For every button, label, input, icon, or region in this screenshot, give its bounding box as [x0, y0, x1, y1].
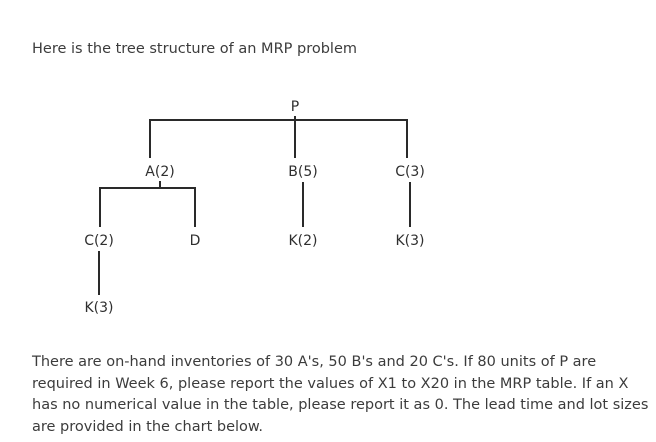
problem-statement-line-4: are provided in the chart below. [32, 418, 264, 435]
mrp-tree-diagram: P A(2) B(5) C(3) C(2) D K(2) K(3) K(3) [84, 99, 425, 316]
problem-statement-line-1: There are on-hand inventories of 30 A's,… [32, 354, 597, 370]
tree-node-k3-right: K(3) [395, 233, 425, 249]
intro-text: Here is the tree structure of an MRP pro… [32, 41, 357, 57]
tree-node-a2: A(2) [145, 164, 175, 180]
tree-node-c2: C(2) [84, 233, 114, 249]
problem-statement: There are on-hand inventories of 30 A's,… [32, 352, 649, 438]
tree-node-p: P [290, 99, 300, 115]
problem-statement-line-2: required in Week 6, please report the va… [32, 375, 629, 392]
tree-connector-lines [98, 116, 411, 295]
tree-node-k2: K(2) [288, 233, 318, 249]
tree-node-d: D [189, 233, 201, 249]
tree-node-b5: B(5) [288, 164, 318, 180]
tree-node-c3: C(3) [395, 164, 425, 180]
tree-node-k3-left: K(3) [84, 300, 114, 316]
problem-statement-line-3: has no numerical value in the table, ple… [32, 397, 649, 413]
